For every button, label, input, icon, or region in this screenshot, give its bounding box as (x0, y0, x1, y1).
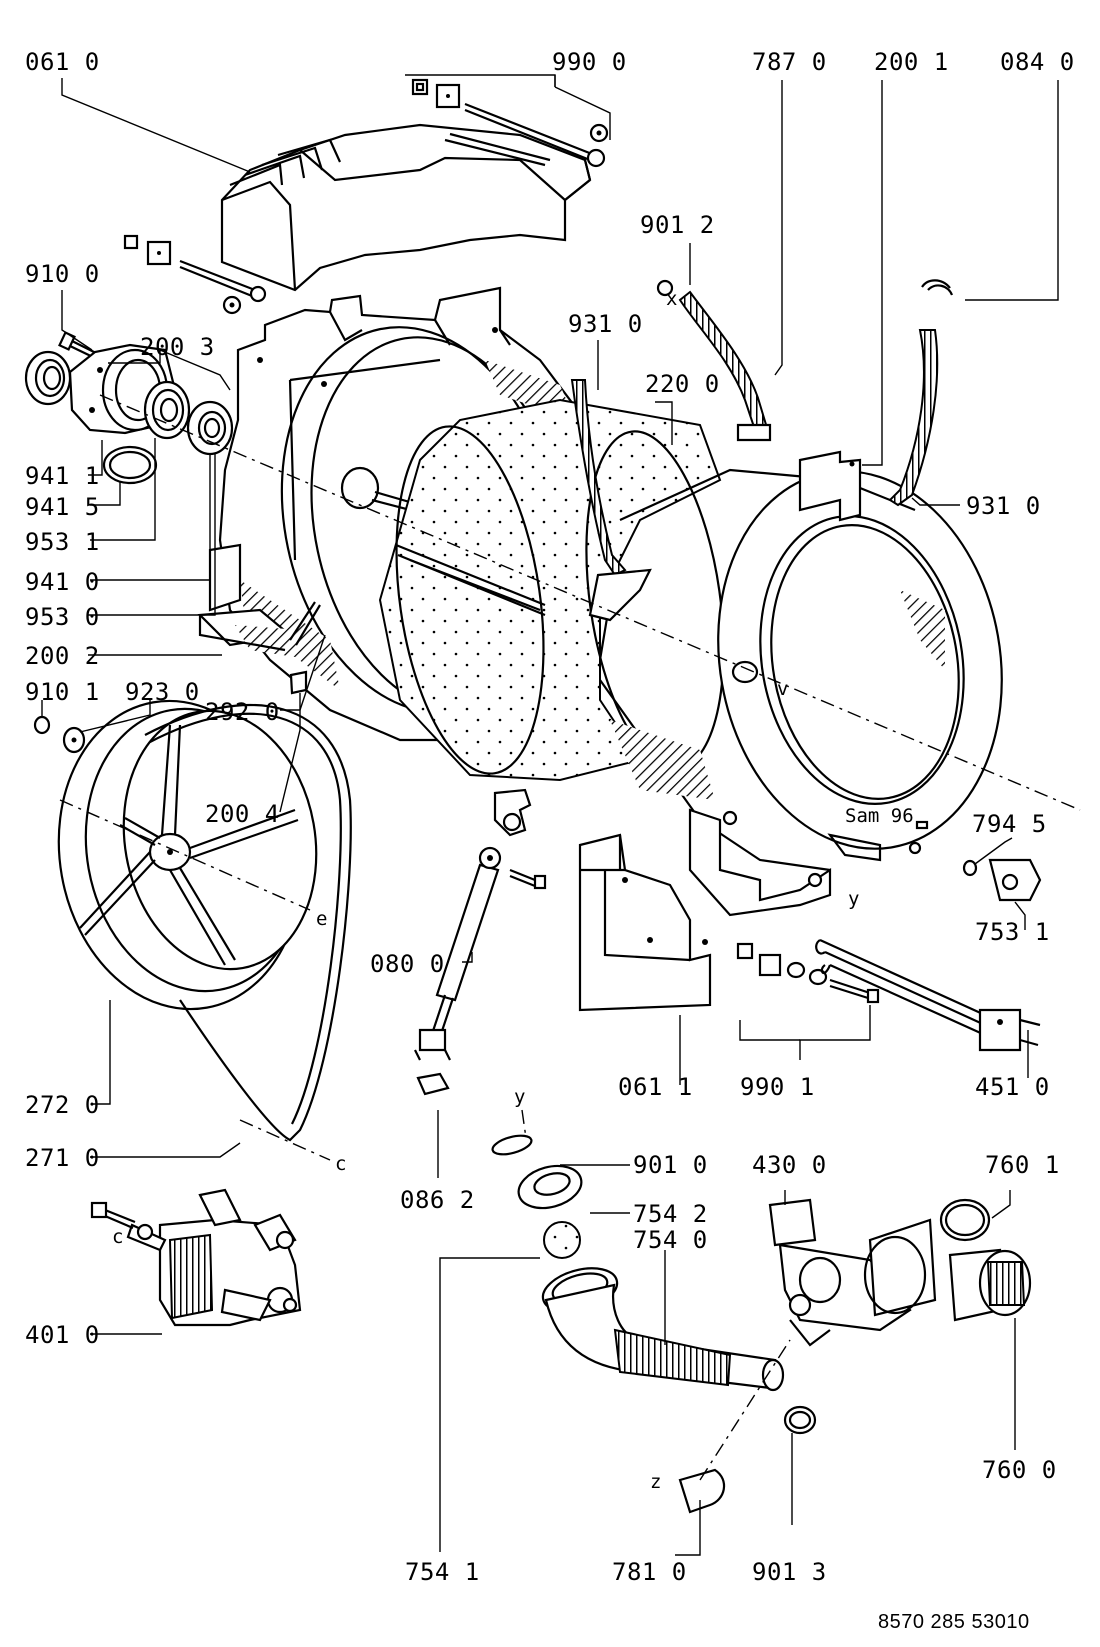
axis-line-belt (239, 1119, 331, 1161)
label-200-4: 200 4 (205, 800, 280, 828)
sump-hose-drawing (541, 1267, 785, 1392)
clamp-901-3-drawing (783, 1405, 817, 1435)
label-200-1: 200 1 (874, 48, 949, 76)
document-code: 8570 285 53010 (878, 1611, 1030, 1633)
label-990-0: 990 0 (552, 48, 627, 76)
label-941-0: 941 0 (25, 568, 100, 596)
sensor-drawing (962, 858, 1042, 902)
label-084-0: 084 0 (1000, 48, 1075, 76)
label-754-1: 754 1 (405, 1558, 480, 1586)
label-910-0: 910 0 (25, 260, 100, 288)
marker-v: v (777, 678, 788, 700)
axis-line-drum (99, 394, 1081, 811)
marker-e: e (316, 908, 327, 930)
pump-drawing (768, 1198, 937, 1347)
label-990-1: 990 1 (740, 1073, 815, 1101)
marker-c-belt: c (335, 1153, 346, 1175)
counterweight-top-drawing (220, 123, 592, 292)
label-754-2: 754 2 (633, 1200, 708, 1228)
label-953-1: 953 1 (25, 528, 100, 556)
label-923-0: 923 0 (125, 678, 200, 706)
axis-line-y (521, 1109, 527, 1139)
label-754-0: 754 0 (633, 1226, 708, 1254)
label-781-0: 781 0 (612, 1558, 687, 1586)
label-953-0: 953 0 (25, 603, 100, 631)
heater-drawing (815, 938, 1041, 1052)
label-760-0: 760 0 (982, 1456, 1057, 1484)
filter-seal-drawing (491, 1134, 583, 1259)
label-271-0: 271 0 (25, 1144, 100, 1172)
leader-lines (41, 75, 1059, 1556)
filter-760-drawing (939, 1198, 1032, 1322)
label-430-0: 430 0 (752, 1151, 827, 1179)
label-272-0: 272 0 (25, 1091, 100, 1119)
belt-drawing (144, 704, 352, 1142)
bolt-set-front-drawing (736, 942, 880, 1004)
counterweight-front-drawing (578, 833, 712, 1012)
bolt-set-left-drawing (123, 234, 267, 315)
label-200-3: 200 3 (140, 333, 215, 361)
marker-c-motor: c (112, 1226, 123, 1248)
bearing-group-drawing (24, 331, 234, 485)
label-941-1: 941 1 (25, 462, 100, 490)
hose-787-drawing (656, 279, 772, 442)
clip-084-drawing (921, 279, 951, 289)
drum-signature: Sam 96 (845, 805, 914, 827)
label-086-2: 086 2 (400, 1186, 475, 1214)
label-220-0: 220 0 (645, 370, 720, 398)
label-292-0: 292 0 (205, 698, 280, 726)
axis-line-pulley (59, 799, 311, 911)
marker-y-tub: y (848, 888, 859, 910)
label-901-2: 901 2 (640, 211, 715, 239)
label-794-5: 794 5 (972, 810, 1047, 838)
small-hose-drawing (678, 1468, 726, 1514)
marker-y-seal: y (514, 1086, 525, 1108)
label-931-0-a: 931 0 (568, 310, 643, 338)
hose-931-right-drawing (888, 284, 954, 507)
marker-x: x (666, 288, 677, 310)
hose-931-left-drawing (570, 379, 652, 622)
marker-z: z (650, 1471, 661, 1493)
label-451-0: 451 0 (975, 1073, 1050, 1101)
reference-markers: x v y y e c c z (112, 288, 859, 1493)
label-941-5: 941 5 (25, 493, 100, 521)
motor-drawing (90, 1188, 302, 1327)
front-tub-drawing: Sam 96 (599, 450, 1003, 917)
label-931-0-b: 931 0 (966, 492, 1041, 520)
drum-drawing (378, 398, 725, 782)
part-labels: 061 0 990 0 787 0 200 1 084 0 901 2 910 … (25, 48, 1075, 1586)
label-061-0: 061 0 (25, 48, 100, 76)
label-910-1: 910 1 (25, 678, 100, 706)
label-753-1: 753 1 (975, 918, 1050, 946)
pulley-drawing (57, 699, 318, 1011)
label-901-0: 901 0 (633, 1151, 708, 1179)
label-787-0: 787 0 (752, 48, 827, 76)
label-080-0: 080 0 (370, 950, 445, 978)
label-200-2: 200 2 (25, 642, 100, 670)
bolt-set-top-drawing (405, 74, 611, 168)
label-901-3: 901 3 (752, 1558, 827, 1586)
shock-absorber-drawing (414, 788, 547, 1096)
axis-line-drain (699, 1339, 791, 1481)
label-760-1: 760 1 (985, 1151, 1060, 1179)
label-401-0: 401 0 (25, 1321, 100, 1349)
label-061-1: 061 1 (618, 1073, 693, 1101)
washer-nut-drawing (33, 715, 86, 754)
